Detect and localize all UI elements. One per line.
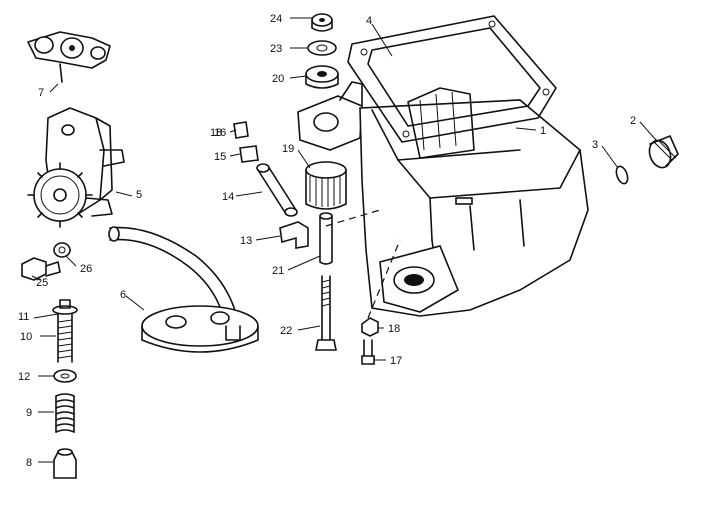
part-7-pump-cover — [27, 31, 111, 83]
leader-lines — [31, 17, 657, 463]
callout-19: 19 — [282, 143, 294, 155]
callout-25: 25 — [36, 277, 48, 289]
callout-18b: 18 — [210, 127, 222, 139]
part-18-nut — [361, 317, 379, 337]
callout-14: 14 — [222, 191, 234, 203]
part-22-long-bolt — [315, 275, 337, 351]
callout-15: 15 — [214, 151, 226, 163]
part-23-washer — [307, 40, 337, 56]
part-1-main-housing — [359, 87, 589, 317]
callout-10: 10 — [20, 331, 32, 343]
part-5-oil-pump — [27, 107, 125, 228]
part-12-washer — [53, 369, 77, 383]
part-24-nut — [311, 13, 333, 32]
callout-22: 22 — [280, 325, 292, 337]
callout-4: 4 — [366, 15, 372, 27]
part-4-gasket — [347, 15, 557, 143]
callout-21: 21 — [272, 265, 284, 277]
part-2-cap — [648, 135, 679, 169]
part-9-spring — [55, 393, 75, 433]
callout-labels: 1 2 3 4 5 6 7 8 9 10 11 12 13 14 15 16 1… — [18, 13, 636, 469]
callout-11: 11 — [18, 311, 29, 323]
callout-16: 16 — [214, 127, 226, 139]
callout-26: 26 — [80, 263, 92, 275]
part-16-plug — [233, 121, 249, 139]
callout-13: 13 — [240, 235, 252, 247]
callout-8: 8 — [26, 457, 32, 469]
pivot-bracket-arm — [297, 81, 363, 151]
part-20-spacer — [305, 65, 339, 89]
callout-17: 17 — [390, 355, 402, 367]
callout-24: 24 — [270, 13, 282, 25]
assembly-line-1 — [325, 209, 381, 227]
part-26-washer — [53, 242, 71, 258]
callout-23: 23 — [270, 43, 282, 55]
assembly-line-2 — [367, 239, 401, 319]
part-3-ring — [615, 165, 629, 185]
part-21-tube — [319, 212, 333, 265]
callout-5: 5 — [136, 189, 142, 201]
part-14-pipe — [256, 163, 298, 217]
part-8-plunger — [53, 448, 77, 479]
part-6-oil-pickup — [108, 226, 259, 353]
callout-18a: 18 — [388, 323, 400, 335]
callout-20: 20 — [272, 73, 284, 85]
callout-9: 9 — [26, 407, 32, 419]
callout-12: 12 — [18, 371, 30, 383]
part-19-bushing — [305, 161, 347, 210]
part-25-bolt — [21, 257, 61, 281]
part-17-bolt — [361, 339, 375, 365]
part-13-elbow — [279, 221, 309, 249]
callout-7: 7 — [38, 87, 44, 99]
callout-1: 1 — [540, 125, 546, 137]
part-15-nipple — [239, 145, 259, 163]
callout-2: 2 — [630, 115, 636, 127]
callout-3: 3 — [592, 139, 598, 151]
callout-6: 6 — [120, 289, 126, 301]
part-11-10-threaded-stud — [52, 299, 78, 363]
